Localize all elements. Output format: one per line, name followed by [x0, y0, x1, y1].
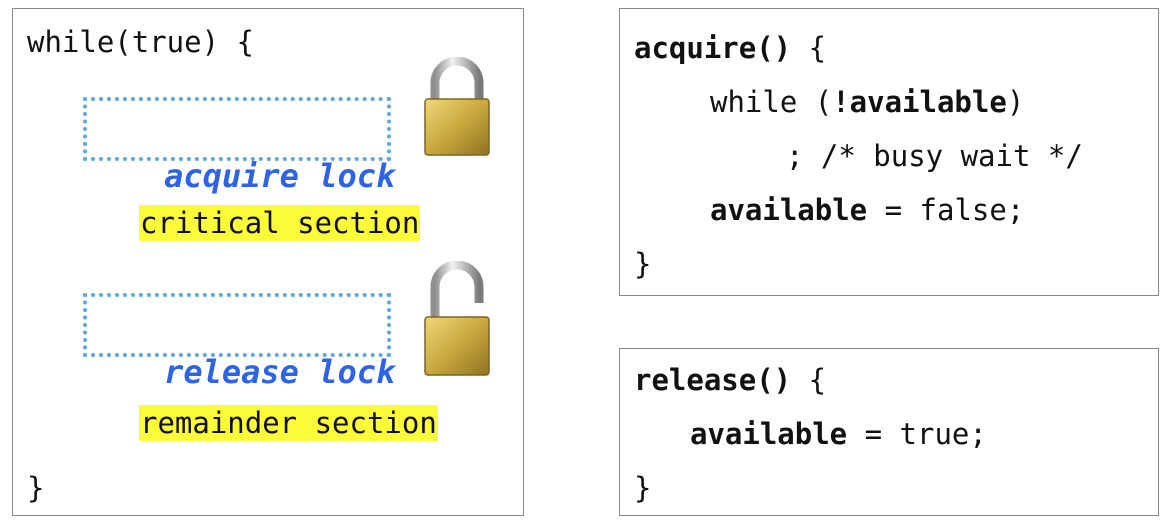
padlock-closed-icon	[424, 57, 490, 156]
loop-panel: while(true) { acquire lock critical sect…	[12, 8, 524, 516]
release-signature: release()	[634, 363, 792, 397]
while-condition-line: while (!available)	[710, 85, 1024, 119]
assign-true: = true;	[847, 417, 987, 451]
release-lock-box: release lock	[83, 293, 395, 391]
release-open-brace: {	[791, 363, 827, 397]
while-keyword: while (	[710, 85, 833, 119]
acquire-lock-label: acquire lock	[164, 157, 396, 195]
loop-close-brace: }	[27, 471, 45, 505]
set-available-true-line: available = true;	[690, 417, 987, 451]
available-variable: available	[710, 193, 868, 227]
release-lock-label: release lock	[164, 353, 396, 391]
acquire-open-brace: {	[791, 31, 827, 65]
acquire-signature: acquire()	[634, 31, 792, 65]
release-signature-line: release() {	[634, 363, 826, 397]
not-available-condition: !available	[832, 85, 1007, 119]
acquire-lock-box: acquire lock	[83, 97, 395, 195]
remainder-section: remainder section	[139, 405, 438, 441]
set-available-false-line: available = false;	[710, 193, 1024, 227]
release-function-panel: release() { available = true; }	[619, 348, 1159, 516]
while-true-line: while(true) {	[27, 25, 254, 59]
while-close-paren: )	[1006, 85, 1025, 119]
padlock-open-icon	[424, 261, 490, 376]
assign-false: = false;	[867, 193, 1025, 227]
acquire-close-brace: }	[634, 247, 652, 281]
release-close-brace: }	[634, 471, 652, 505]
available-variable: available	[690, 417, 848, 451]
critical-section: critical section	[139, 205, 421, 241]
acquire-signature-line: acquire() {	[634, 31, 826, 65]
busy-wait-line: ; /* busy wait */	[786, 139, 1083, 173]
acquire-function-panel: acquire() { while (!available) ; /* busy…	[619, 8, 1159, 296]
